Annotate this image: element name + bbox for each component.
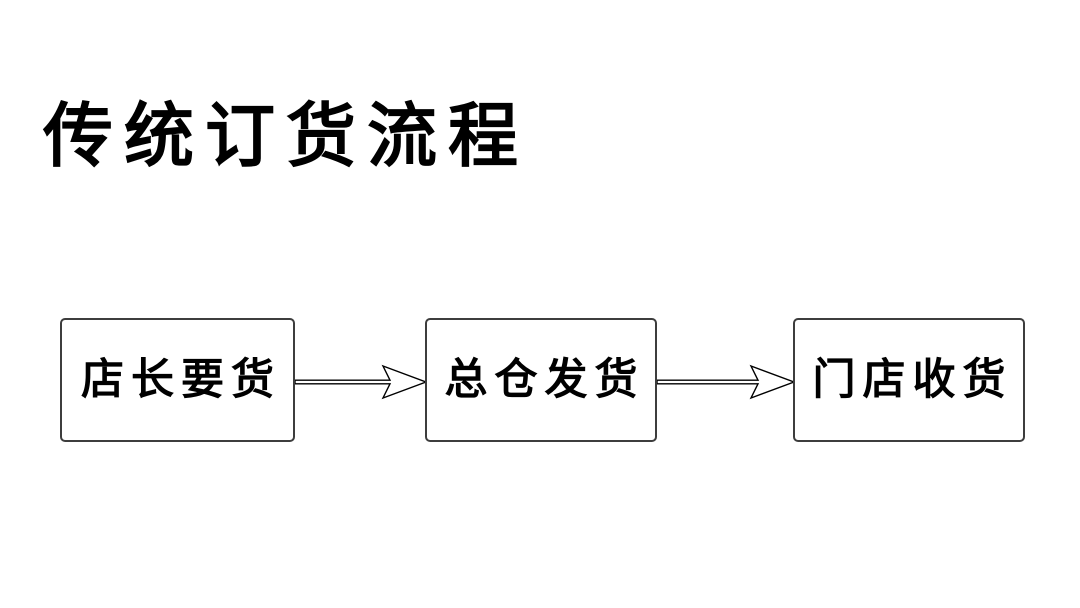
flow-step-3-label: 门店收货 (812, 356, 1013, 404)
arrow-right-icon (295, 362, 426, 402)
flow-step-1-label: 店长要货 (81, 356, 281, 404)
flow-step-1[interactable]: 店长要货 (60, 318, 295, 442)
page-title: 传统订货流程 (43, 97, 529, 175)
arrow-right-icon (657, 362, 794, 402)
flow-step-3[interactable]: 门店收货 (793, 318, 1025, 442)
flow-step-2[interactable]: 总仓发货 (425, 318, 657, 442)
flow-step-2-label: 总仓发货 (444, 356, 645, 404)
process-flow-diagram: 店长要货 总仓发货 门店收货 (0, 318, 1080, 444)
